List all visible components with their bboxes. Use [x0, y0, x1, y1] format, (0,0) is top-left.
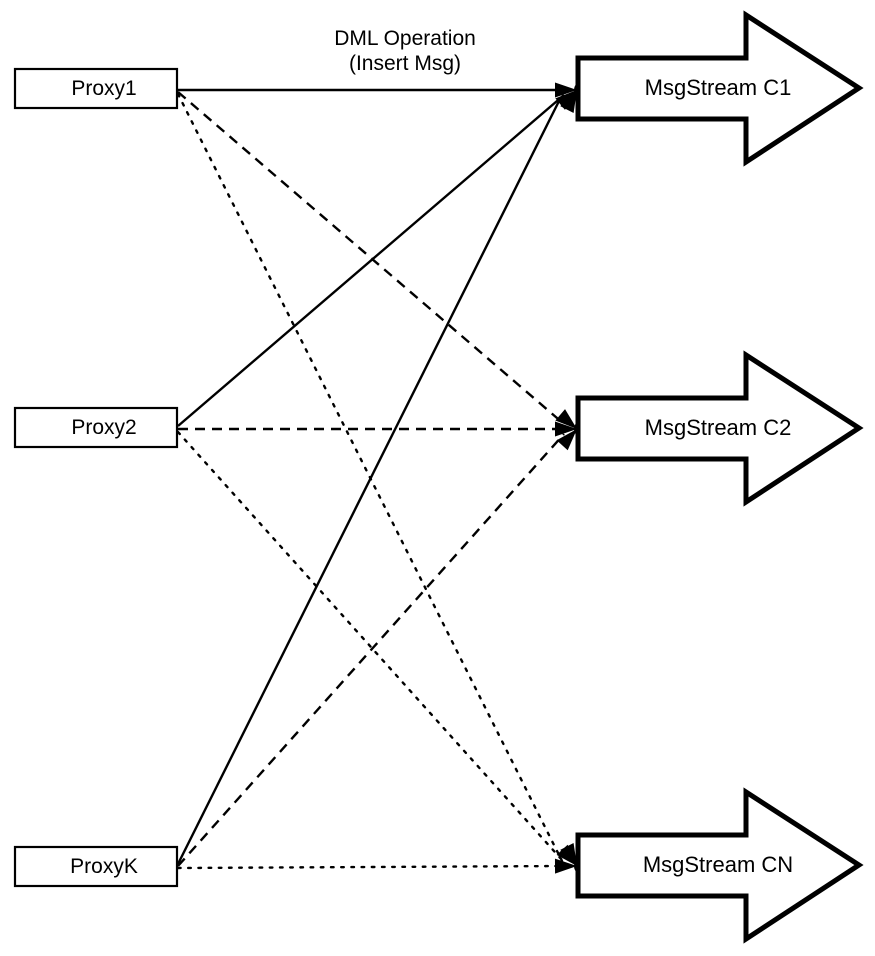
- proxy-label-proxy2: Proxy2: [71, 416, 136, 439]
- proxy-node-proxy1[interactable]: Proxy1: [13, 67, 179, 110]
- edge-proxy1-to-c2: [177, 91, 565, 425]
- edge-proxyk-to-c2: [177, 433, 565, 867]
- proxy-label-proxy1: Proxy1: [71, 77, 136, 100]
- streams-layer: MsgStream C1 MsgStream C2 MsgStream CN: [575, 10, 864, 944]
- stream-arrow-shape-msgstream-c1[interactable]: [575, 10, 864, 167]
- stream-arrow-shape-msgstream-c2[interactable]: [575, 350, 864, 507]
- dml-operation-label-line2: (Insert Msg): [349, 52, 461, 75]
- edge-proxy2-to-cn: [176, 430, 564, 862]
- arrowhead-proxyk-to-c1: [560, 90, 577, 113]
- proxy-node-proxyk[interactable]: ProxyK: [13, 845, 179, 888]
- arrowhead-proxyk-to-c2: [556, 429, 577, 451]
- arrowhead-proxyk-to-cn: [554, 858, 577, 874]
- stream-label-msgstream-c2: MsgStream C2: [645, 415, 792, 440]
- dml-operation-label-line1: DML Operation: [334, 27, 476, 50]
- proxy-node-proxy2[interactable]: Proxy2: [13, 406, 179, 449]
- arrowhead-proxy1-to-c1: [555, 82, 577, 98]
- stream-label-msgstream-cn: MsgStream CN: [643, 852, 793, 877]
- arrowhead-proxy1-to-c2: [555, 409, 577, 429]
- proxy-box-proxy2[interactable]: [13, 406, 179, 449]
- stream-node-msgstream-c2[interactable]: MsgStream C2: [575, 350, 864, 507]
- arrowheads-layer: [554, 81, 592, 875]
- edge-proxyk-to-cn: [176, 864, 570, 870]
- proxy-label-proxyk: ProxyK: [70, 855, 138, 878]
- arrowhead-proxy2-to-c1: [555, 90, 577, 110]
- stream-arrow-shape-msgstream-cn[interactable]: [575, 787, 864, 944]
- edge-proxy2-to-c1: [177, 94, 565, 427]
- annotations-layer: DML Operation (Insert Msg): [334, 27, 476, 75]
- proxy-box-proxy1[interactable]: [13, 67, 179, 110]
- stream-node-msgstream-cn[interactable]: MsgStream CN: [575, 787, 864, 944]
- stream-label-msgstream-c1: MsgStream C1: [645, 75, 792, 100]
- proxy-box-proxyk[interactable]: [13, 845, 179, 888]
- edges-layer: [176, 88, 570, 870]
- edge-proxyk-to-c1: [176, 96, 563, 865]
- stream-node-msgstream-c1[interactable]: MsgStream C1: [575, 10, 864, 167]
- arrowhead-proxy2-to-c2: [555, 421, 577, 437]
- arrowhead-proxy2-to-cn: [556, 844, 577, 866]
